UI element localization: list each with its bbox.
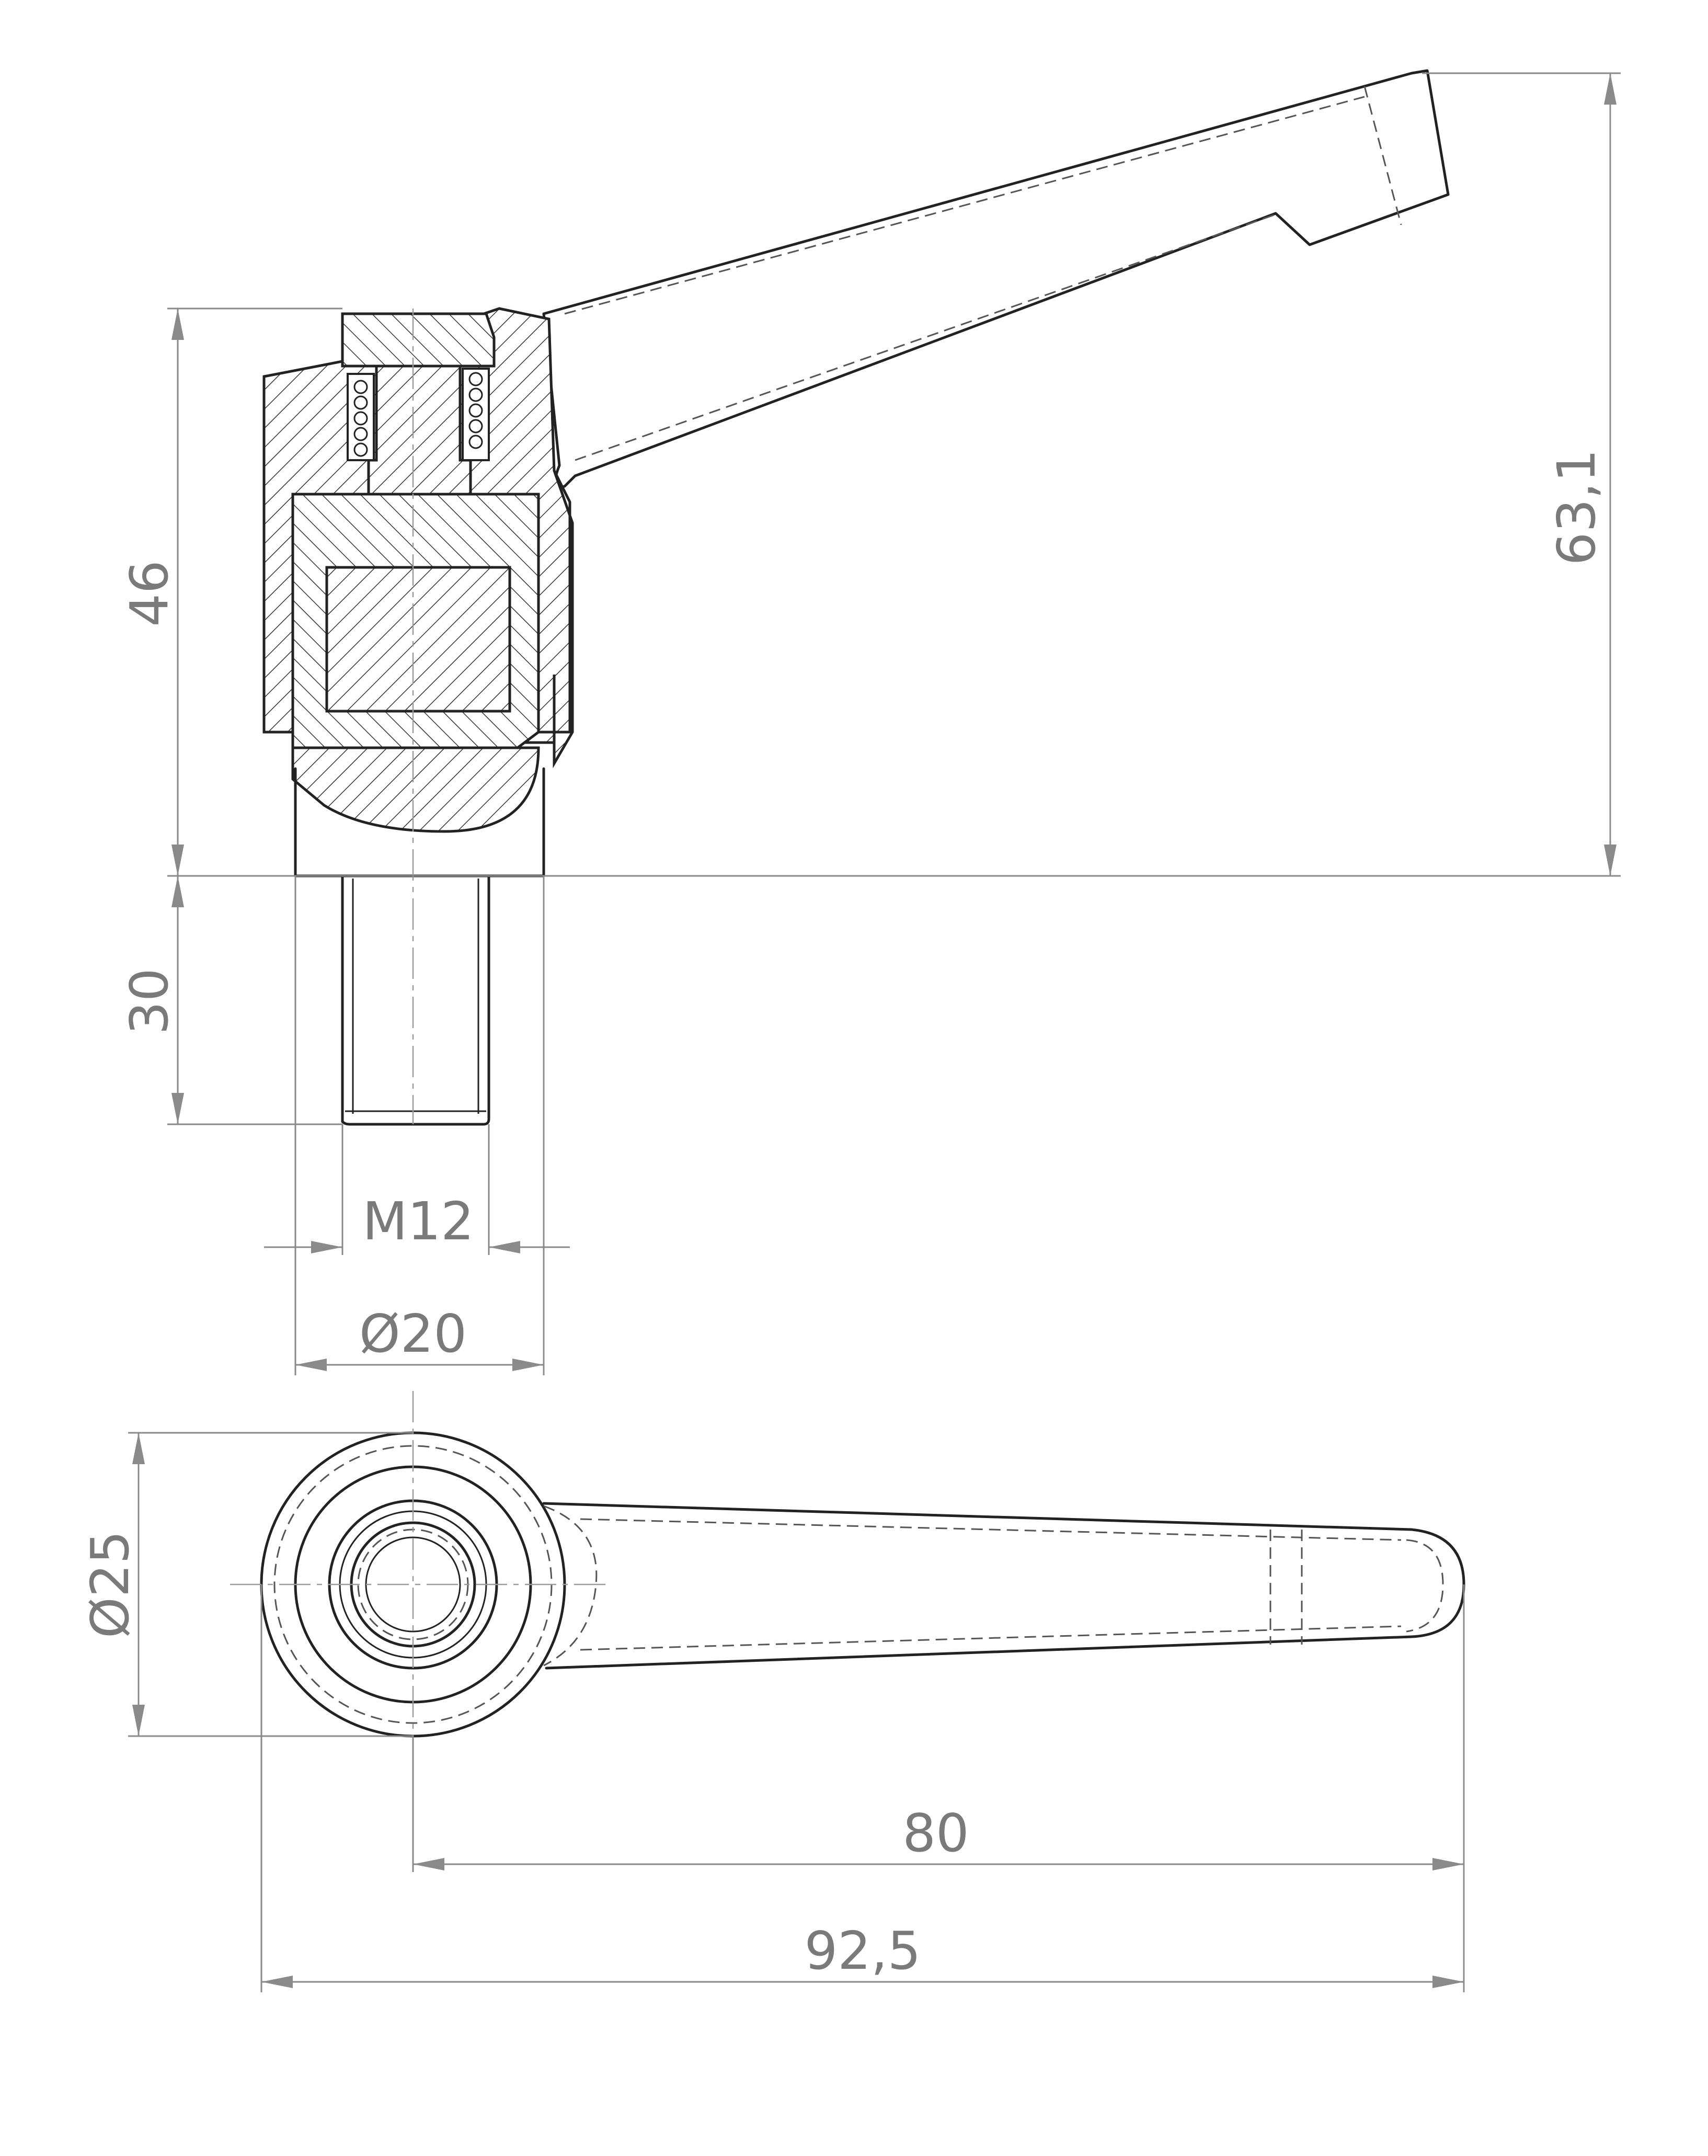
knob-body [262, 307, 574, 877]
spring-right [462, 368, 490, 461]
dim-overall-height: 63,1 [1546, 449, 1607, 566]
dimension-lines [128, 72, 1621, 1992]
dim-thread-length: 30 [119, 968, 180, 1034]
dim-thread-size: M12 [362, 1191, 474, 1252]
lever-plan [542, 1502, 1465, 1670]
lever-arm [542, 69, 1450, 488]
spring-left [347, 373, 375, 461]
side-view [262, 69, 1450, 1126]
dim-top-diameter: Ø25 [79, 1531, 141, 1638]
dim-lever-length: 80 [902, 1803, 969, 1864]
dim-overall-length: 92,5 [805, 1920, 921, 1981]
threaded-stud [341, 874, 490, 1126]
dim-hub-diameter: Ø20 [359, 1303, 467, 1364]
top-view [230, 1391, 1465, 1783]
dim-knob-height: 46 [119, 560, 180, 626]
